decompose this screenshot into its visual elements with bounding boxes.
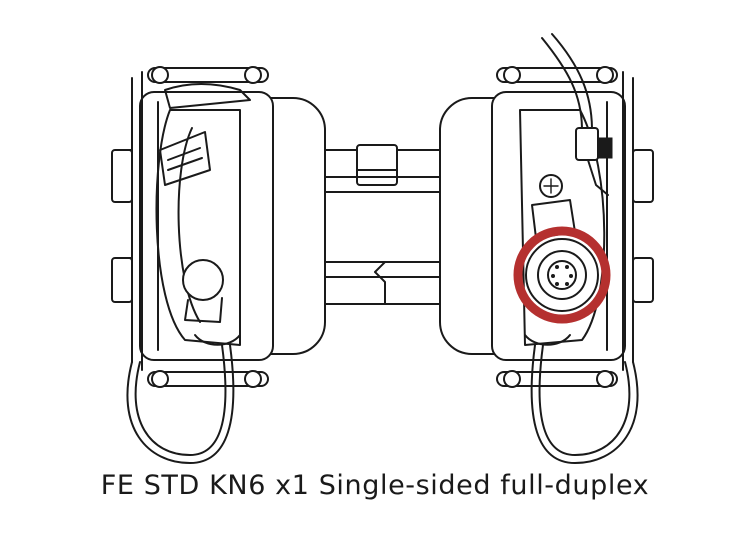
highlight-ring (513, 226, 611, 324)
caption: FE STD KN6 x1 Single-sided full-duplex (100, 470, 650, 501)
cable (541, 33, 613, 196)
6-pin-connector (525, 238, 599, 312)
left-ear-cup (111, 66, 326, 388)
left-cable (134, 344, 227, 456)
right-ear-cup (439, 66, 654, 388)
right-cable (538, 344, 631, 456)
